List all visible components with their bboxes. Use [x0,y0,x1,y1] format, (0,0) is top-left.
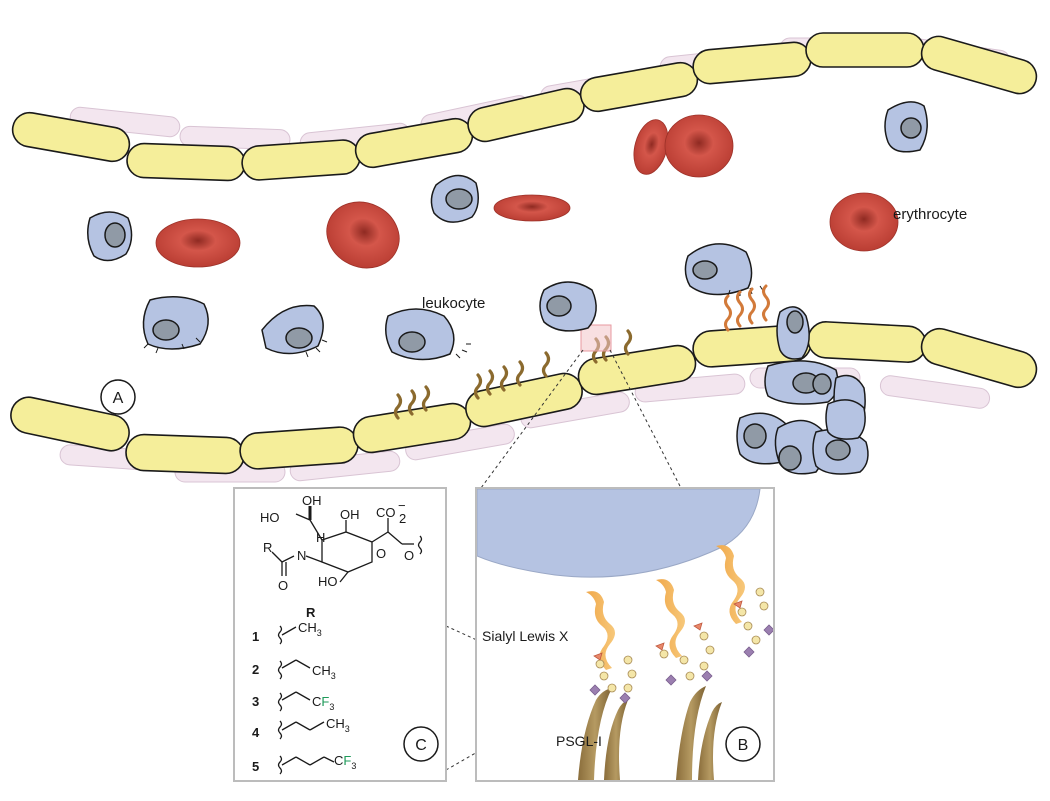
slex-bonds-rolling [724,284,770,332]
panel-a-label: A [113,390,124,407]
group-3: CF3 [312,694,334,712]
substituent-list [277,625,335,775]
sialyl-lewis-x-label: Sialyl Lewis X [482,628,569,644]
svg-text:H: H [316,530,325,545]
svg-text:HO: HO [318,574,338,589]
sialic-acid-structure [271,506,423,583]
upper-vessel-wall [11,32,1038,182]
leukocyte-surface [477,489,761,578]
substituent-groups: CH3 CH3 CF3 CH3 CF3 [298,620,356,771]
svg-text:R: R [263,540,272,555]
psgl1-stalk [578,688,612,780]
svg-text:2: 2 [252,662,259,677]
substituent-numbers: 1 2 3 4 5 [252,629,260,774]
panel-b-marker [725,726,761,762]
panel-c-marker [403,726,439,762]
panel-b-label: B [738,737,749,754]
svg-text:1: 1 [252,629,259,644]
svg-text:CO: CO [376,505,396,520]
group-1: CH3 [298,620,322,638]
svg-text:HO: HO [260,510,280,525]
leukocyte-label: leukocyte [422,295,485,312]
group-5: CF3 [334,753,356,771]
leukocytes [87,101,928,475]
svg-text:O: O [376,546,386,561]
sialic-acid-atom-labels: OH HO OH CO − 2 H N R O O HO O [260,493,414,593]
svg-text:4: 4 [252,725,260,740]
r-group-header: R [306,605,316,620]
group-4: CH3 [326,716,350,734]
svg-text:N: N [297,548,306,563]
erythrocyte-label: erythrocyte [893,206,967,223]
panel-c-label: C [415,737,427,754]
erythrocytes [155,114,899,269]
psgl1-label: PSGL-I [556,733,602,749]
svg-text:OH: OH [340,507,360,522]
svg-text:OH: OH [302,493,322,508]
panel-c: OH HO OH CO − 2 H N R O O HO O R [233,487,447,782]
svg-text:O: O [404,548,414,563]
svg-text:O: O [278,578,288,593]
panel-b: Sialyl Lewis X PSGL-I B [475,487,775,782]
binding-site-highlight [580,324,612,352]
svg-text:−: − [398,498,406,513]
glycan-beads [589,587,773,704]
svg-text:3: 3 [252,694,259,709]
group-2: CH3 [312,663,336,681]
svg-text:2: 2 [399,511,406,526]
panel-a-marker: A [100,379,136,415]
svg-text:5: 5 [252,759,259,774]
